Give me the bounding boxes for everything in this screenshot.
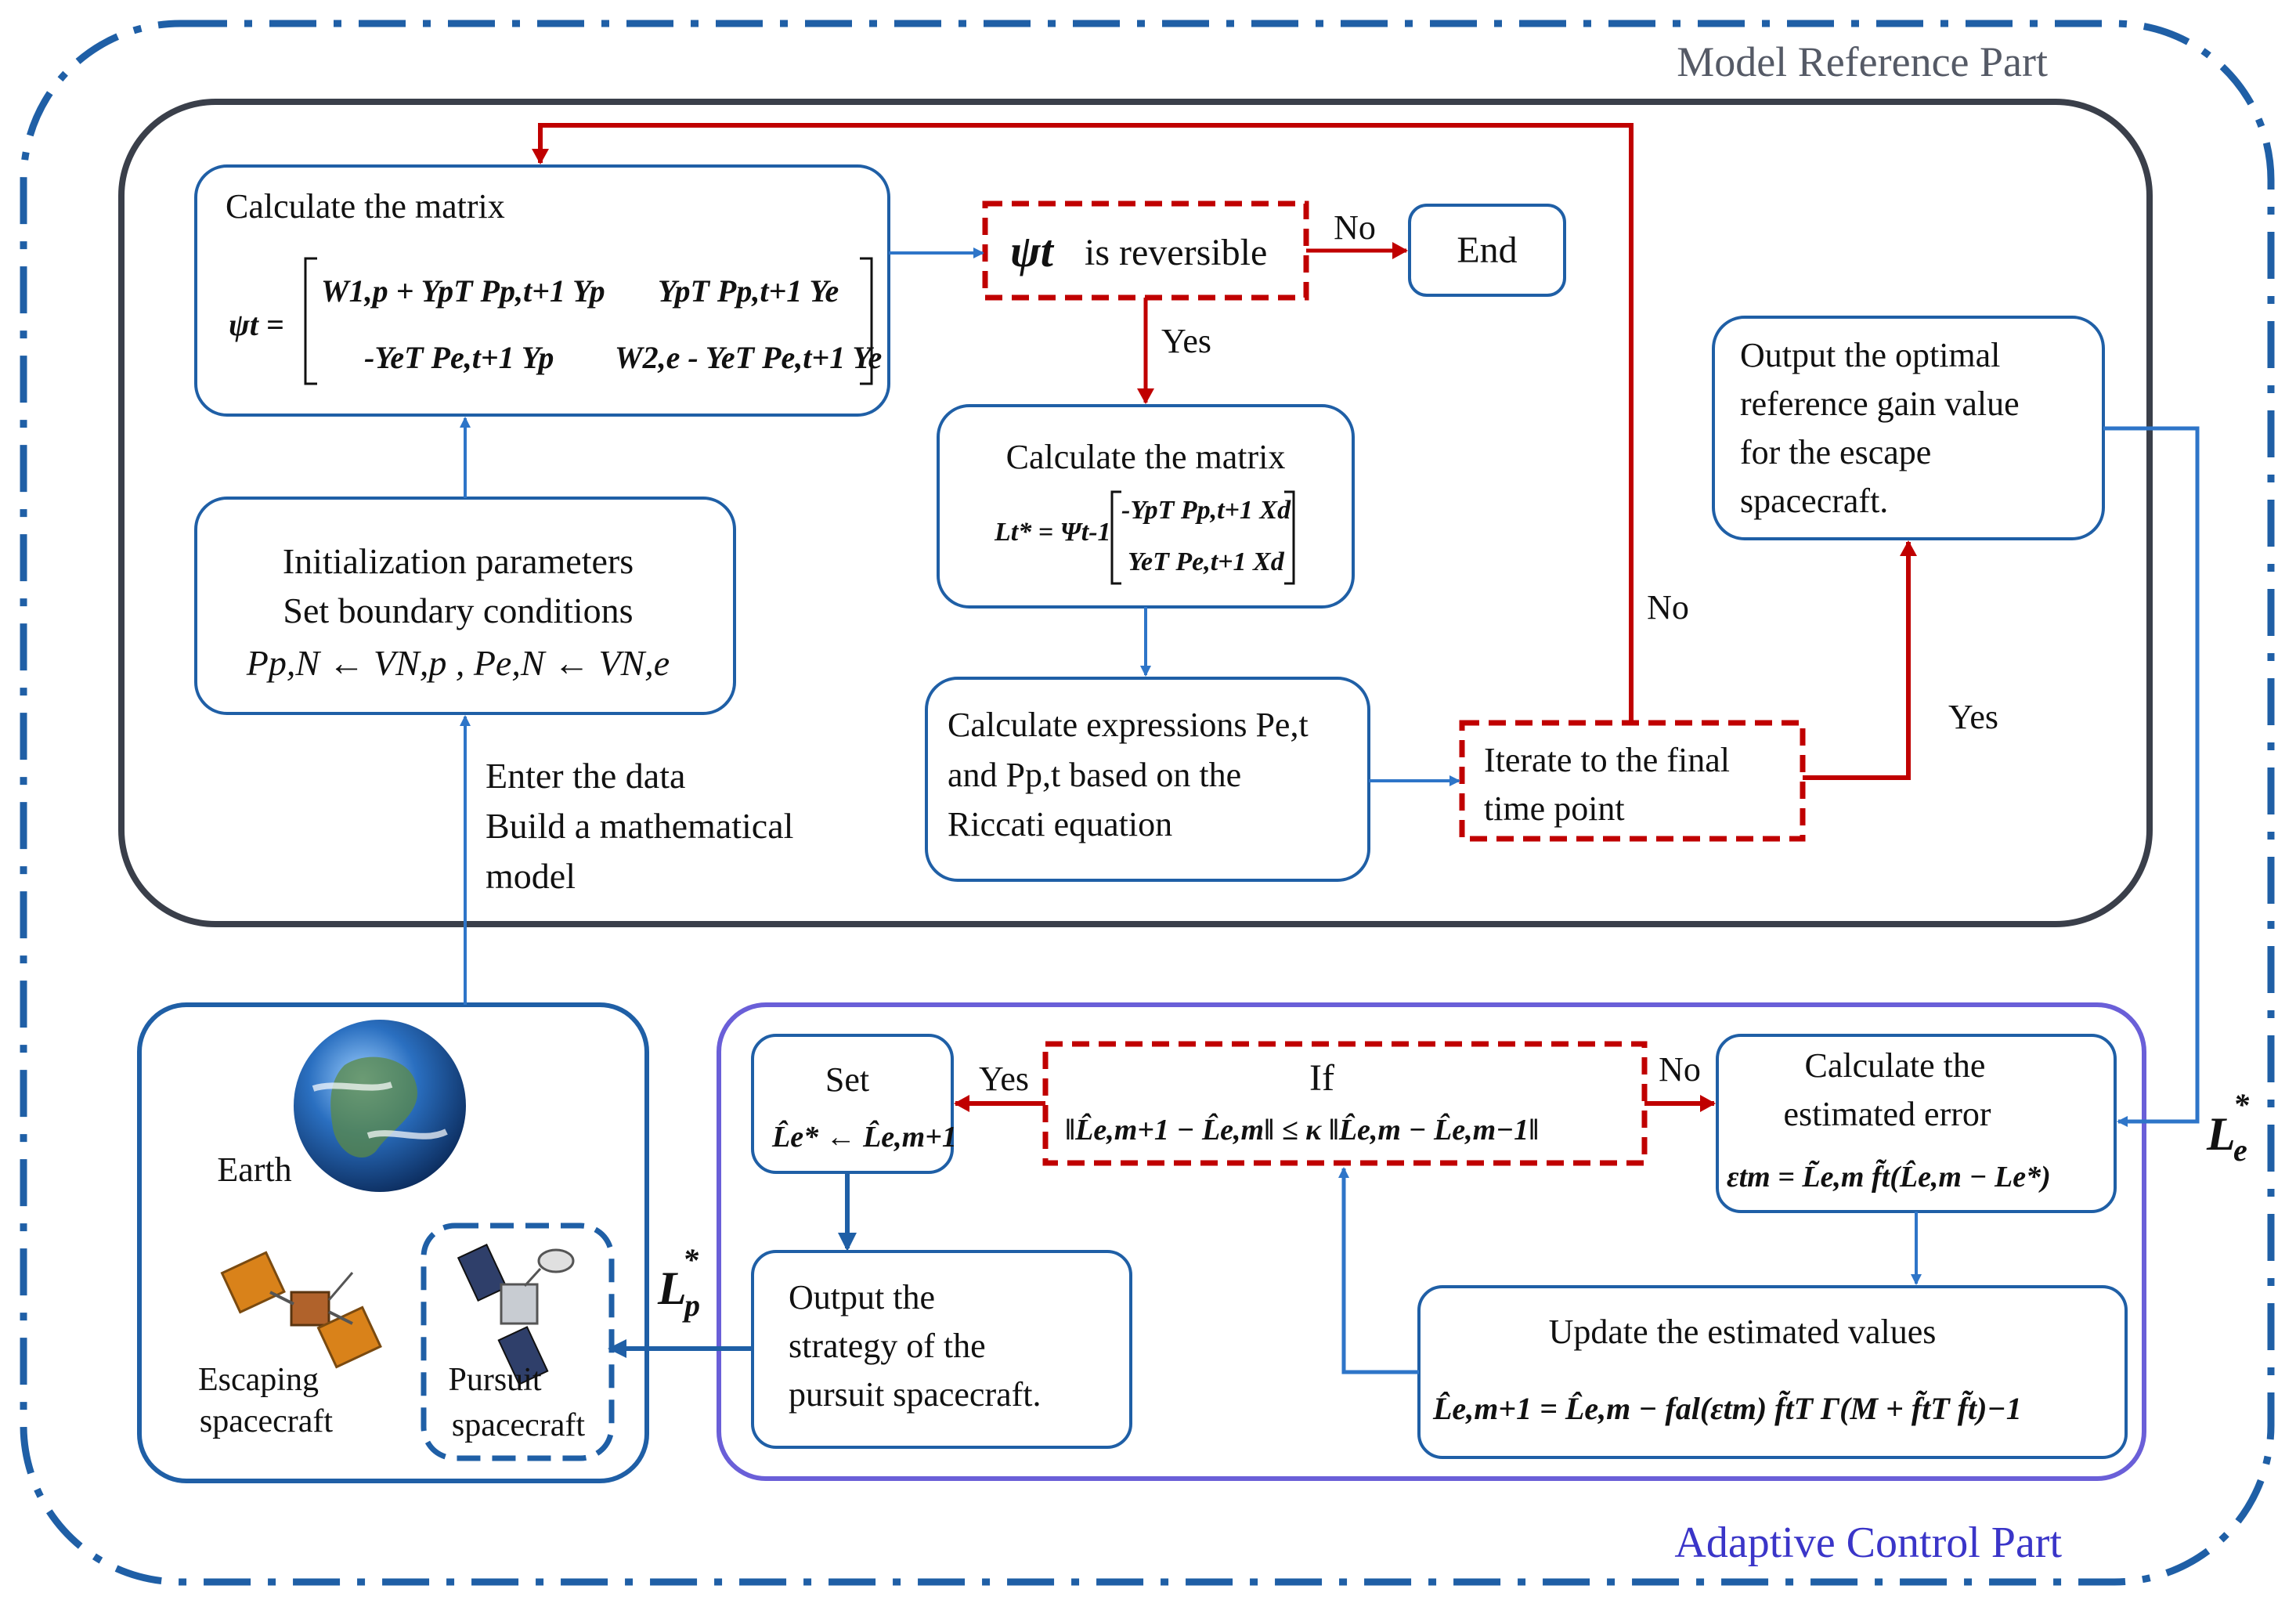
L-left-bracket	[1110, 490, 1121, 585]
earth-continent	[330, 1056, 418, 1158]
escaping-label: Escaping	[198, 1362, 319, 1398]
psi-m21: -YeT Pe,t+1 Yp	[364, 340, 554, 375]
psi-m11: W1,p + YpT Pp,t+1 Yp	[321, 273, 605, 309]
output-strategy-box: Output the strategy of the pursuit space…	[751, 1250, 1132, 1449]
calc-error-line2: estimated error	[1783, 1095, 1991, 1133]
output-gain-box: Output the optimal reference gain value …	[1712, 316, 2105, 540]
pursuit-spacecraft-icon	[457, 1244, 575, 1385]
if-title: If	[1309, 1057, 1334, 1099]
output-gain-line1: Output the optimal	[1740, 336, 2000, 374]
adaptive-control-frame	[717, 1002, 2146, 1481]
output-gain-line3: for the escape	[1740, 433, 1931, 471]
riccati-line3: Riccati equation	[948, 805, 1172, 843]
update-box: Update the estimated values L̂e,m+1 = L̂…	[1417, 1285, 2128, 1459]
calc-L-box: Calculate the matrix Lt* = Ψt-1 -YpT Pp,…	[937, 404, 1355, 609]
riccati-line1: Calculate expressions Pe,t	[948, 706, 1309, 744]
enter-data-line1: Enter the data	[486, 756, 685, 796]
reversible-decision: ψt is reversible	[982, 200, 1309, 301]
set-title: Set	[825, 1060, 869, 1099]
label-yes-reversible: Yes	[1161, 322, 1211, 360]
update-title: Update the estimated values	[1549, 1313, 1937, 1351]
L-r2: YeT Pe,t+1 Xd	[1128, 547, 1285, 576]
iterate-line2: time point	[1484, 789, 1625, 828]
psi-m22: W2,e - YeT Pe,t+1 Ye	[615, 340, 882, 375]
end-text: End	[1457, 229, 1517, 271]
arrow-update-to-if	[1338, 1167, 1419, 1374]
psi-right-bracket	[860, 257, 873, 385]
calc-L-title: Calculate the matrix	[1006, 438, 1286, 476]
outer-frame	[20, 20, 2275, 1586]
init-line3: Pp,N ← VN,p , Pe,N ← VN,e	[246, 643, 670, 683]
init-line1: Initialization parameters	[283, 541, 634, 581]
Le-star-label: L e *	[2206, 1087, 2250, 1168]
output-strategy-line1: Output the	[789, 1278, 935, 1316]
psi-m12: YpT Pp,t+1 Ye	[658, 273, 839, 309]
calc-error-box: Calculate the estimated error εtm = L̃e,…	[1716, 1034, 2117, 1213]
enter-data-line3: model	[486, 856, 576, 896]
label-yes-iterate: Yes	[1948, 698, 1998, 736]
calc-error-formula: εtm = L̃e,m f̃t(L̂e,m − Le*)	[1727, 1159, 2051, 1194]
if-decision: If ‖L̂e,m+1 − L̂e,m‖ ≤ κ ‖L̂e,m − L̂e,m−…	[1042, 1041, 1648, 1166]
Lp-star-label: L p *	[657, 1242, 700, 1323]
svg-text:L: L	[657, 1262, 687, 1314]
earth-label: Earth	[217, 1150, 291, 1189]
calc-error-line1: Calculate the	[1805, 1046, 1986, 1085]
calc-psi-title: Calculate the matrix	[226, 187, 505, 226]
escaping-label-2: spacecraft	[200, 1403, 334, 1439]
update-formula: L̂e,m+1 = L̂e,m − fal(εtm) f̃tT Γ(M + f̃…	[1432, 1391, 2022, 1426]
arrow-iterate-to-output	[1803, 540, 1917, 780]
init-box: Initialization parameters Set boundary c…	[194, 497, 736, 715]
riccati-box: Calculate expressions Pe,t and Pp,t base…	[925, 677, 1370, 882]
arrow-output-to-error	[2103, 426, 2200, 1127]
if-formula: ‖L̂e,m+1 − L̂e,m‖ ≤ κ ‖L̂e,m − L̂e,m−1‖	[1065, 1114, 1539, 1147]
label-no-if: No	[1659, 1050, 1701, 1089]
svg-text:*: *	[2233, 1087, 2250, 1122]
svg-text:p: p	[682, 1288, 700, 1323]
calc-psi-box: Calculate the matrix ψt = W1,p + YpT Pp,…	[194, 164, 890, 417]
output-gain-line2: reference gain value	[1740, 385, 2020, 423]
psi-left-bracket	[304, 257, 317, 385]
earth-clouds	[312, 1082, 448, 1139]
reversible-psi: ψt	[1010, 226, 1055, 276]
iterate-decision: Iterate to the final time point	[1459, 720, 1806, 842]
escaping-spacecraft-icon	[220, 1251, 382, 1369]
svg-text:L: L	[2206, 1108, 2236, 1160]
enter-data-line2: Build a mathematical	[486, 806, 793, 846]
iterate-line1: Iterate to the final	[1484, 741, 1730, 779]
riccati-line2: and Pp,t based on the	[948, 756, 1241, 794]
L-r1: -YpT Pp,t+1 Xd	[1121, 496, 1291, 525]
pursuit-label-2: spacecraft	[452, 1407, 586, 1443]
label-no-reversible: No	[1334, 208, 1376, 247]
L-right-bracket	[1284, 490, 1295, 585]
label-no-iterate: No	[1647, 588, 1689, 627]
L-lhs: Lt* = Ψt-1	[994, 518, 1111, 547]
output-strategy-line3: pursuit spacecraft.	[789, 1375, 1042, 1414]
reversible-text: is reversible	[1085, 232, 1267, 273]
set-formula: L̂e* ← L̂e,m+1	[771, 1121, 957, 1154]
arrow-iterate-loop	[532, 123, 1634, 723]
pursuit-label: Pursuit	[448, 1362, 541, 1398]
label-yes-if: Yes	[979, 1060, 1029, 1098]
set-box: Set L̂e* ← L̂e,m+1	[751, 1034, 957, 1174]
scene-box: Earth Escaping spacecraft Pursuit spacec…	[137, 1002, 649, 1483]
svg-text:*: *	[683, 1242, 699, 1277]
init-line2: Set boundary conditions	[283, 590, 633, 630]
svg-text:e: e	[2233, 1132, 2247, 1168]
adaptive-control-label: Adaptive Control Part	[1674, 1519, 2062, 1567]
output-strategy-line2: strategy of the	[789, 1327, 986, 1365]
output-gain-line4: spacecraft.	[1740, 482, 1888, 520]
model-reference-label: Model Reference Part	[1677, 38, 2048, 85]
end-box: End	[1408, 204, 1566, 297]
psi-lhs: ψt =	[229, 307, 284, 342]
model-reference-frame	[118, 99, 2153, 927]
enter-data-note: Enter the data Build a mathematical mode…	[486, 756, 793, 896]
